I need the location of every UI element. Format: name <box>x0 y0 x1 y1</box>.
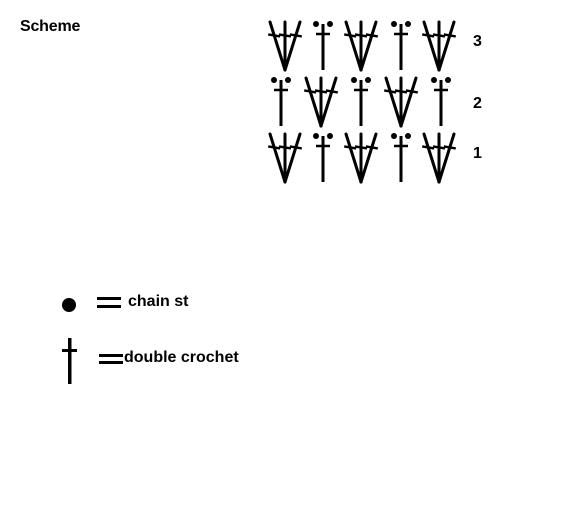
shell-stitch-group <box>421 20 457 72</box>
double-crochet-stitch <box>313 133 333 182</box>
shell-stitch-group <box>303 76 339 128</box>
legend-item-chain: chain st <box>55 285 315 325</box>
chart-row-2: 2 <box>271 76 482 128</box>
double-crochet-stitch <box>391 133 411 182</box>
double-crochet-stitch <box>391 21 411 70</box>
shell-stitch-group <box>343 20 379 72</box>
shell-stitch-group <box>421 132 457 184</box>
shell-stitch-group <box>267 132 303 184</box>
double-crochet-stitch <box>431 77 451 126</box>
legend-item-double-crochet: double crochet <box>55 336 315 386</box>
chart-row-1: 1 <box>267 132 482 184</box>
crochet-chart: 3 2 1 <box>267 20 482 184</box>
shell-stitch-group <box>343 132 379 184</box>
shell-stitch-group <box>267 20 303 72</box>
chain-stitch-icon <box>62 297 121 312</box>
scheme-title: Scheme <box>20 18 81 35</box>
row-number-label: 2 <box>473 95 482 112</box>
double-crochet-stitch <box>271 77 291 126</box>
shell-stitch-group <box>383 76 419 128</box>
double-crochet-icon <box>62 338 123 384</box>
double-crochet-stitch <box>351 77 371 126</box>
legend-label-chain: chain st <box>128 293 189 310</box>
legend-label-double-crochet: double crochet <box>124 349 239 366</box>
double-crochet-stitch <box>313 21 333 70</box>
chart-row-3: 3 <box>267 20 482 72</box>
row-number-label: 3 <box>473 33 482 50</box>
row-number-label: 1 <box>473 145 482 162</box>
